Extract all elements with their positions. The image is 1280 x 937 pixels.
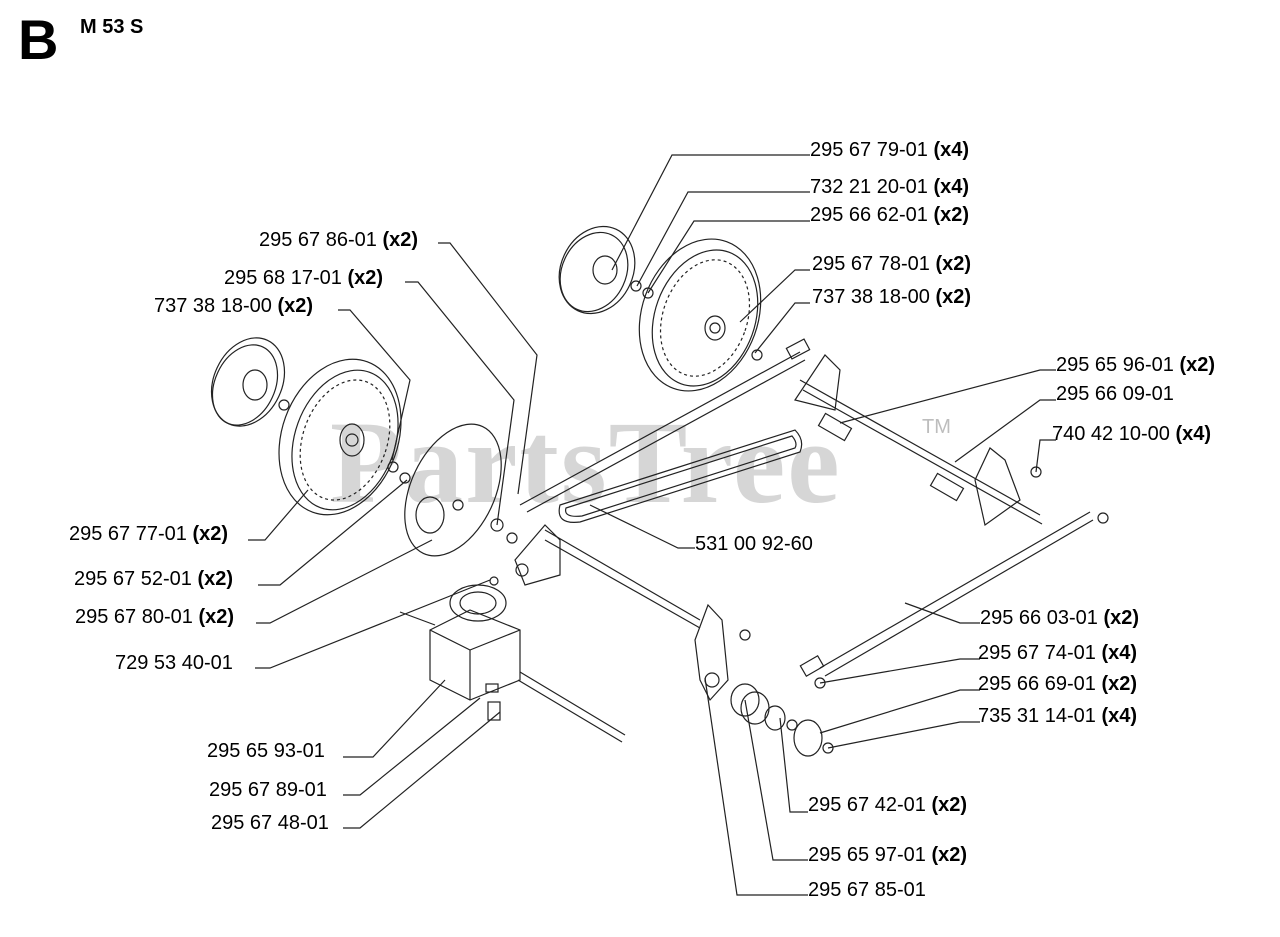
label-p3: 295 66 62-01 (x2) xyxy=(810,204,970,226)
washer xyxy=(490,518,504,532)
label-p12: 295 67 77-01 (x2) xyxy=(69,523,229,545)
height-adjust-rod xyxy=(799,511,1109,689)
label-p23: 295 67 48-01 xyxy=(211,812,329,834)
gearbox xyxy=(399,576,626,743)
label-p2: 732 21 20-01 (x4) xyxy=(810,176,970,198)
upper-link-rod xyxy=(519,338,811,513)
label-p15: 295 67 80-01 (x2) xyxy=(75,606,235,628)
label-p21: 295 65 93-01 xyxy=(207,740,325,762)
washer xyxy=(387,461,399,473)
section-letter: B xyxy=(18,8,59,71)
label-p6: 295 68 17-01 (x2) xyxy=(224,267,384,289)
label-p14: 295 67 52-01 (x2) xyxy=(74,568,234,590)
label-p20: 735 31 14-01 (x4) xyxy=(978,705,1138,727)
label-p10: 295 66 09-01 xyxy=(1056,383,1174,405)
leader-lines xyxy=(248,154,1056,896)
washer xyxy=(399,472,411,484)
label-p13: 531 00 92-60 xyxy=(695,533,813,555)
trademark-mark: TM xyxy=(922,416,951,438)
drive-belt xyxy=(558,429,803,523)
label-p22: 295 67 89-01 xyxy=(209,779,327,801)
label-p11: 740 42 10-00 (x4) xyxy=(1052,423,1212,445)
label-p4: 295 67 86-01 (x2) xyxy=(259,229,419,251)
label-p5: 295 67 78-01 (x2) xyxy=(812,253,972,275)
label-p26: 295 67 85-01 xyxy=(808,879,926,901)
label-p7: 737 38 18-00 (x2) xyxy=(154,295,314,317)
label-p8: 737 38 18-00 (x2) xyxy=(812,286,972,308)
rear-axle-assembly xyxy=(794,354,1043,527)
label-p16: 295 66 03-01 (x2) xyxy=(980,607,1140,629)
front-axle xyxy=(514,524,751,702)
watermark-logo: PartsTree xyxy=(330,397,842,528)
right-hub-cap xyxy=(558,225,654,315)
left-gear-cover xyxy=(404,423,502,557)
label-p24: 295 67 42-01 (x2) xyxy=(808,794,968,816)
label-p18: 295 67 74-01 (x4) xyxy=(978,642,1138,664)
left-hub-cap xyxy=(210,337,290,427)
label-p1: 295 67 79-01 (x4) xyxy=(810,139,970,161)
washer xyxy=(751,349,763,361)
label-p9: 295 65 96-01 (x2) xyxy=(1056,354,1216,376)
left-wheel xyxy=(278,358,402,516)
washer xyxy=(506,532,518,544)
label-p17: 729 53 40-01 xyxy=(115,652,233,674)
label-p19: 295 66 69-01 (x2) xyxy=(978,673,1138,695)
model-name: M 53 S xyxy=(80,16,144,38)
right-wheel xyxy=(638,238,762,392)
label-p25: 295 65 97-01 (x2) xyxy=(808,844,968,866)
bearing-and-gear xyxy=(730,683,834,757)
